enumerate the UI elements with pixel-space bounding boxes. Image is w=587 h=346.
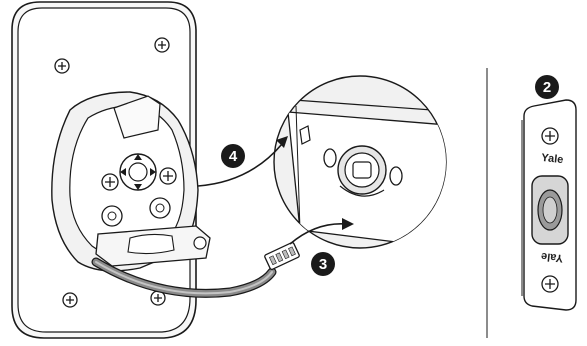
strike-screw-top [542, 128, 558, 144]
detail-magnifier [274, 76, 460, 250]
bracket-cradle-slot [128, 234, 174, 253]
cradle-pin [194, 237, 206, 249]
step-number-3: 3 [319, 256, 327, 273]
mounting-post-left [102, 206, 122, 226]
step-badge-4: 4 [221, 144, 245, 168]
strike-screw-bottom [542, 276, 558, 292]
spindle-gear [120, 154, 156, 190]
brand-label-top: Yale [541, 152, 564, 166]
cable-connector [264, 242, 300, 270]
step-badge-3: 3 [311, 252, 335, 276]
detail-hole-right [390, 167, 402, 185]
screw-top-left [55, 59, 69, 73]
screw-bottom-left [63, 293, 77, 307]
screw-top-right [155, 38, 169, 52]
mounting-post-right [150, 198, 170, 218]
detail-hole-left [324, 149, 336, 167]
strike-latch-opening [532, 176, 568, 244]
brand-label-bottom: Yale [541, 250, 564, 264]
bracket-screw-right [160, 168, 176, 184]
detail-tab [300, 126, 310, 144]
step-number-4: 4 [229, 148, 238, 165]
bracket-screw-left [102, 174, 118, 190]
step-number-2: 2 [543, 79, 551, 96]
step-badge-2: 2 [535, 75, 559, 99]
strike-plate: Yale Yale [522, 100, 576, 310]
